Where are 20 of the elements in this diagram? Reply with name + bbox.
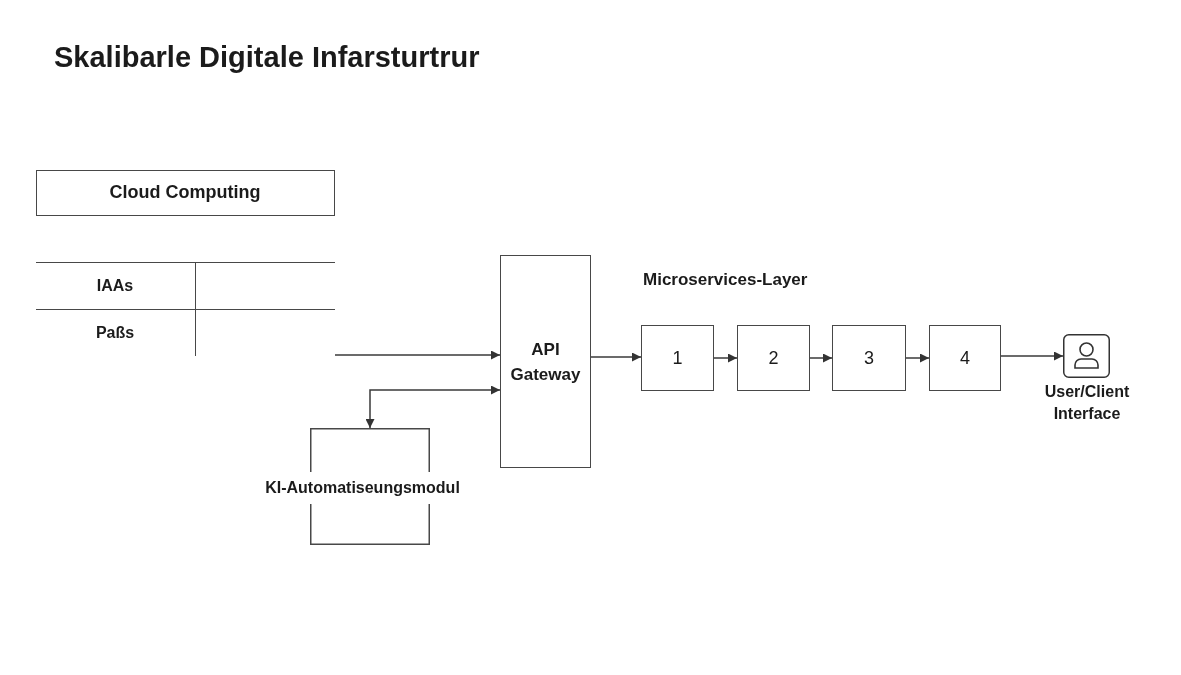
section-label: Microservices-Layer	[643, 270, 808, 291]
table-cell: Paßs	[35, 308, 195, 356]
double-arrow	[365, 385, 501, 429]
table-cell	[194, 261, 335, 309]
arrow	[905, 353, 930, 363]
arrow	[713, 353, 738, 363]
table-header: Cloud Computing	[108, 181, 262, 205]
process-box: 1	[641, 325, 714, 391]
process-box: 3	[832, 325, 906, 391]
arrow	[590, 352, 642, 362]
diagram-title: Skalibarle Digitale Infarsturtrur	[54, 40, 480, 75]
table-cell: IAAs	[35, 261, 195, 309]
icon-caption: User/Client Interface	[1043, 382, 1131, 425]
node-label: KI-Automatiseungsmodul	[265, 478, 460, 498]
arrow	[334, 350, 501, 360]
process-box: 4	[929, 325, 1001, 391]
process-box: API Gateway	[500, 255, 591, 468]
arrow	[1000, 351, 1064, 361]
arrow	[809, 353, 833, 363]
process-box: 2	[737, 325, 810, 391]
